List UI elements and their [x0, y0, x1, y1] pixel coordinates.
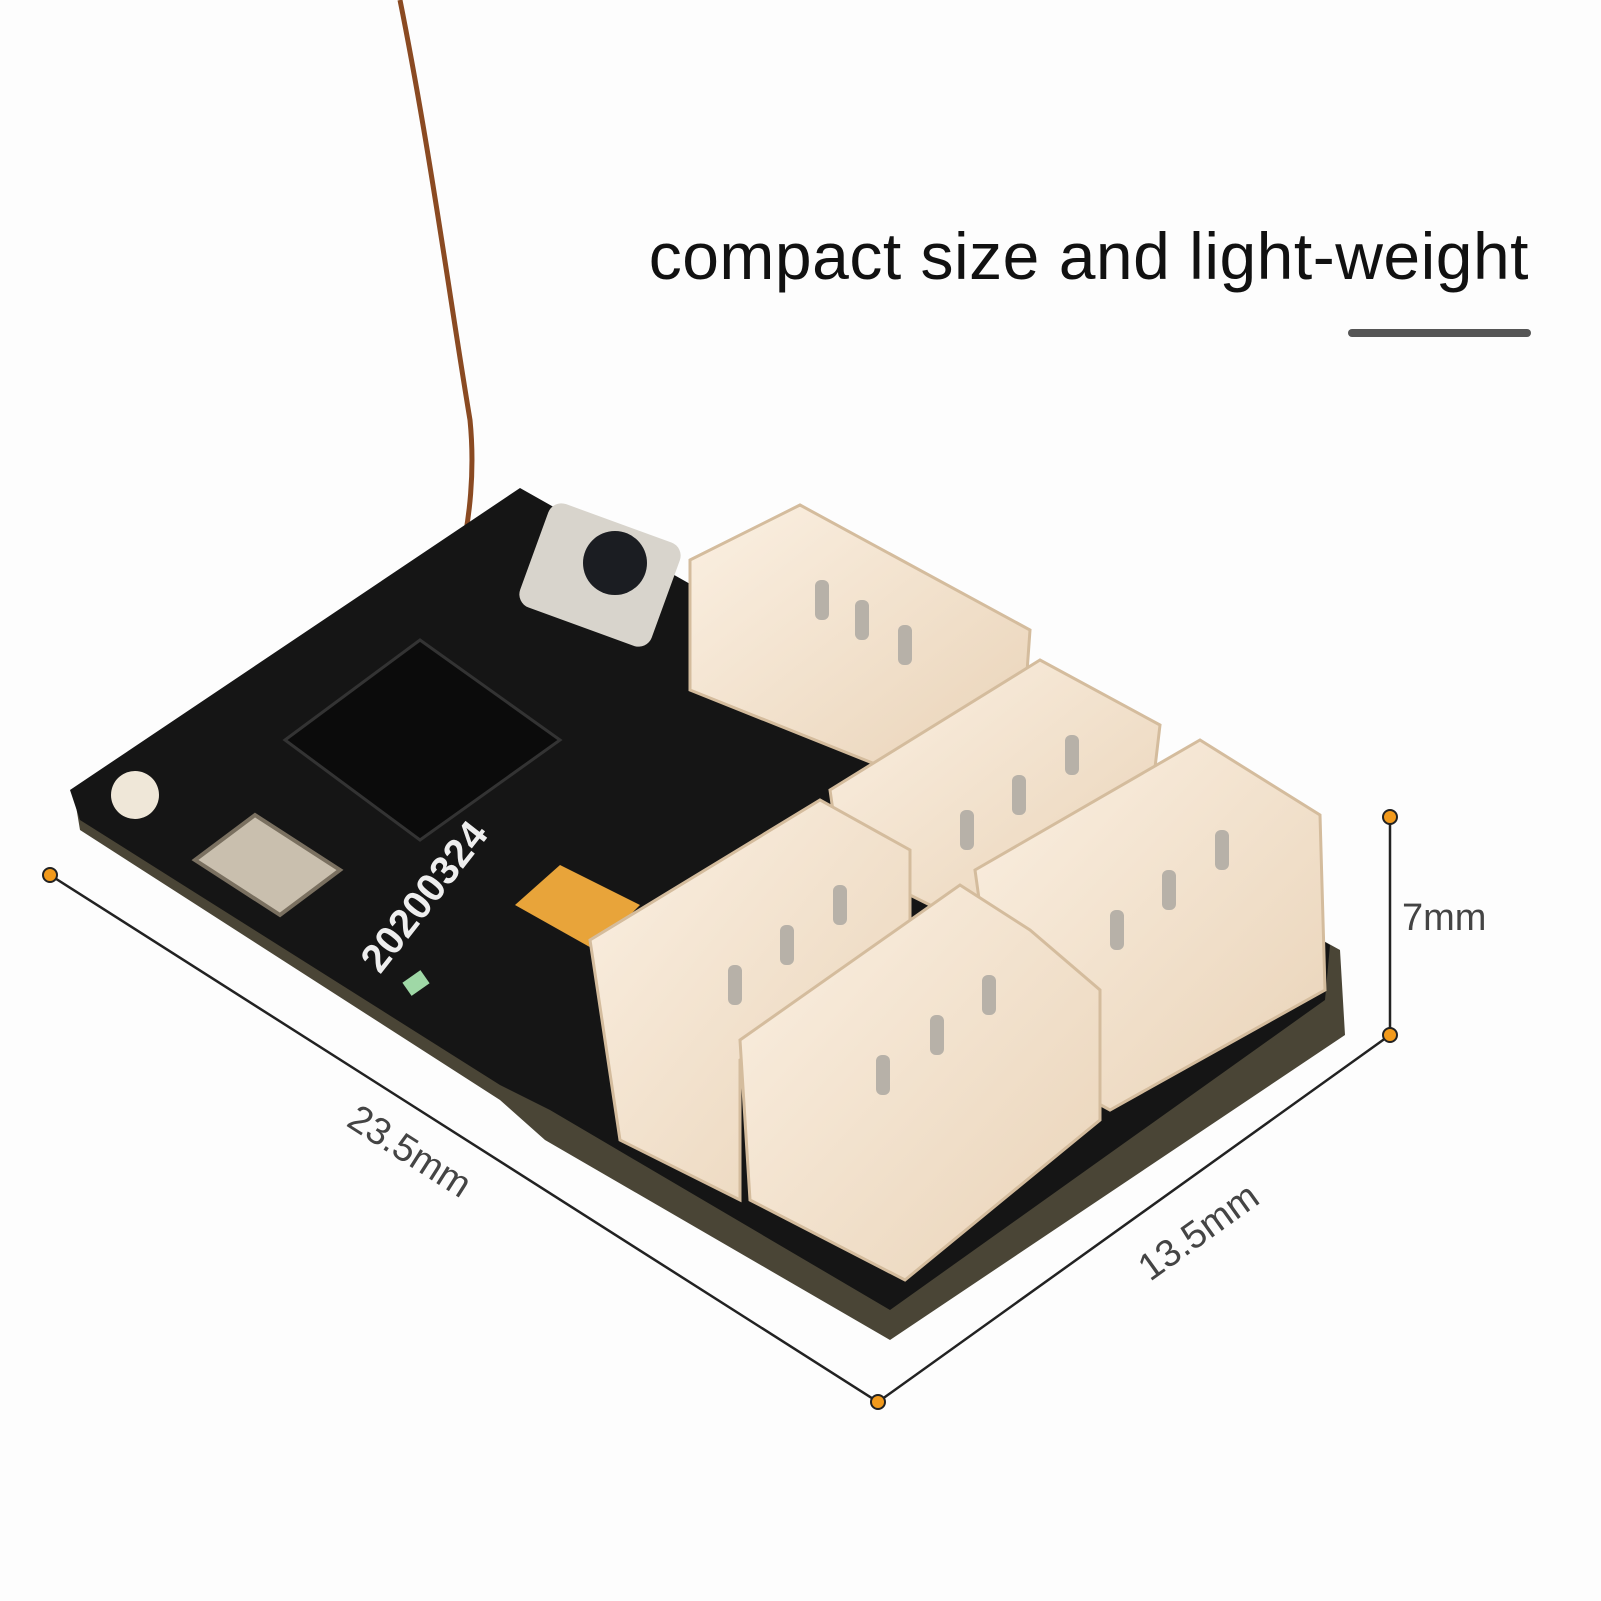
- dimension-width-label: 13.5mm: [1131, 1175, 1267, 1289]
- dimension-marker: [42, 867, 58, 883]
- antenna-wire: [397, 0, 475, 561]
- bind-button: [583, 531, 647, 595]
- crystal: [191, 812, 344, 918]
- headline: compact size and light-weight: [648, 219, 1529, 293]
- dimension-height-label: 7mm: [1402, 897, 1486, 939]
- dimension-marker: [870, 1394, 886, 1410]
- connector-pins: [728, 580, 1229, 1095]
- connector-5: [738, 883, 1102, 1282]
- headline-underline: [1348, 329, 1531, 337]
- mounting-hole: [111, 771, 159, 819]
- servo-connectors: [588, 503, 1327, 1282]
- status-led: [402, 970, 430, 996]
- dimension-height: 7mm: [1382, 809, 1486, 1043]
- dimension-marker: [1382, 809, 1398, 825]
- dimension-marker: [1382, 1027, 1398, 1043]
- mcu-chip: [282, 638, 563, 842]
- dimension-length-label: 23.5mm: [340, 1097, 478, 1206]
